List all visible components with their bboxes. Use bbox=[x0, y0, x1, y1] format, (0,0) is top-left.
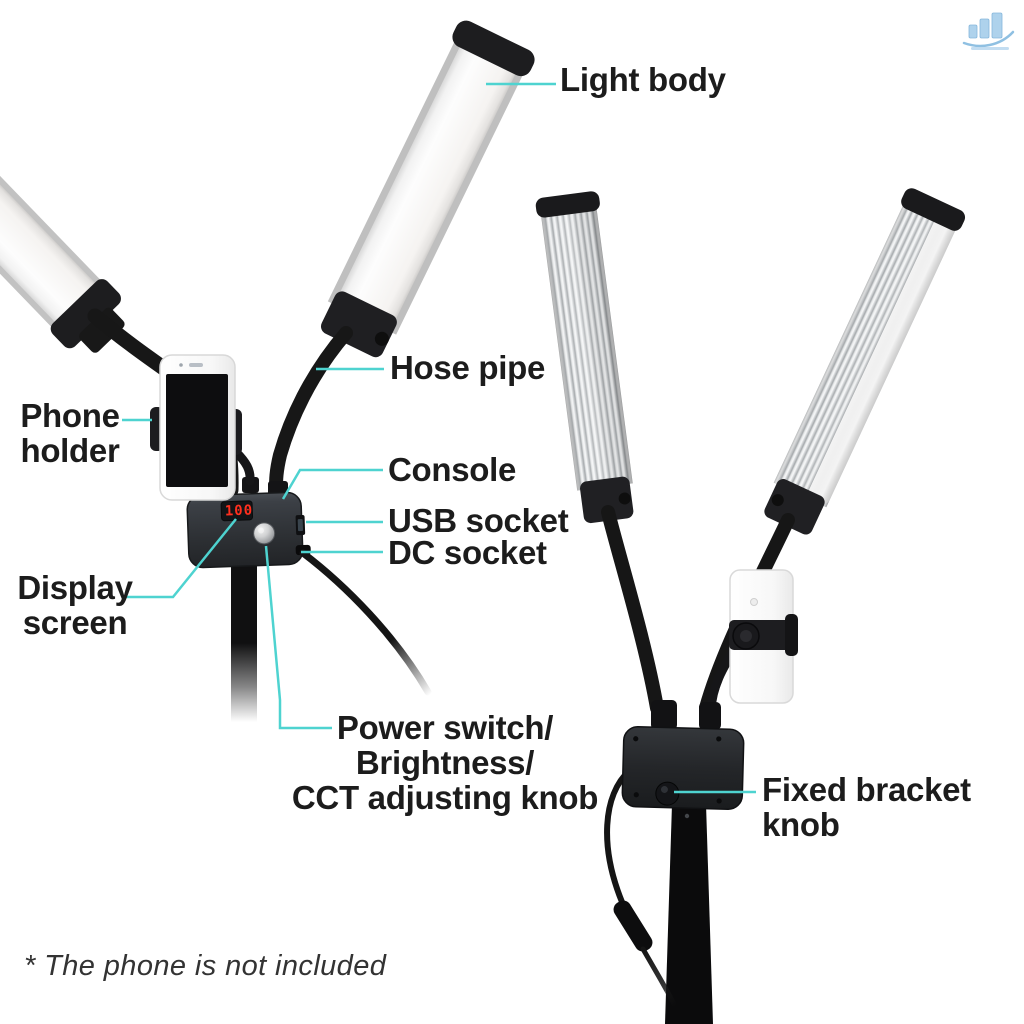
rear-hose-port-left bbox=[651, 700, 677, 730]
power-brightness-cct-knob bbox=[253, 522, 276, 545]
phone-speaker-slot bbox=[189, 363, 203, 367]
rear-hose-port-right bbox=[699, 702, 721, 730]
label-hose-pipe: Hose pipe bbox=[390, 349, 546, 386]
console-rear bbox=[621, 726, 745, 810]
hose-right-unit-left bbox=[601, 505, 664, 715]
power-cable-end bbox=[640, 946, 677, 1007]
left-unit-front-view bbox=[0, 0, 535, 722]
leader-lines bbox=[122, 82, 756, 794]
left-lamp-bar bbox=[0, 0, 125, 353]
leader-display-screen bbox=[126, 518, 237, 599]
leader-console bbox=[281, 468, 383, 500]
brand-logo-icon bbox=[962, 12, 1015, 50]
phone-rear-logo-dot bbox=[750, 598, 758, 606]
right-unit-left-bar bbox=[535, 191, 634, 524]
center-lamp-end-cap bbox=[452, 20, 535, 77]
right-unit-right-bar bbox=[764, 188, 966, 535]
left-lamp-end-cap bbox=[50, 279, 121, 349]
bar-mount bbox=[580, 476, 634, 524]
display-screen-panel bbox=[220, 500, 254, 522]
label-light-body: Light body bbox=[560, 61, 726, 98]
label-power-switch: Power switch/ Brightness/ CCT adjusting … bbox=[291, 709, 599, 816]
label-dc-socket: DC socket bbox=[388, 534, 547, 571]
dc-cable bbox=[299, 549, 432, 696]
phone-screen bbox=[166, 374, 228, 487]
right-stand-pole bbox=[665, 804, 713, 1024]
label-fixed-bracket-knob: Fixed bracket knob bbox=[762, 771, 971, 843]
bar-end-cap bbox=[535, 191, 600, 218]
console-display-value: 100 bbox=[224, 502, 254, 520]
power-cable bbox=[604, 767, 633, 905]
label-usb-socket: USB socket bbox=[388, 502, 569, 539]
leader-power-switch bbox=[264, 545, 332, 730]
fixed-bracket-knob-part bbox=[655, 781, 680, 806]
phone-clamp-jaw bbox=[785, 614, 798, 656]
left-stand-pole bbox=[231, 564, 257, 722]
console-unit bbox=[186, 491, 311, 569]
center-lamp-bar bbox=[320, 20, 535, 358]
label-console: Console bbox=[388, 451, 517, 488]
label-phone-holder: Phone holder bbox=[20, 397, 120, 469]
right-unit-rear-view bbox=[535, 188, 966, 1024]
bar-mount bbox=[764, 479, 825, 535]
phone-in-holder bbox=[150, 354, 242, 501]
phone-camera-dot bbox=[179, 363, 183, 367]
footnote-text: * The phone is not included bbox=[24, 950, 387, 982]
phone-rear-in-holder bbox=[729, 569, 798, 704]
cable-ferrite bbox=[613, 900, 653, 952]
hose-center-lamp bbox=[269, 326, 353, 496]
bar-end-cap bbox=[901, 188, 966, 231]
label-display-screen: Display screen bbox=[17, 569, 133, 641]
